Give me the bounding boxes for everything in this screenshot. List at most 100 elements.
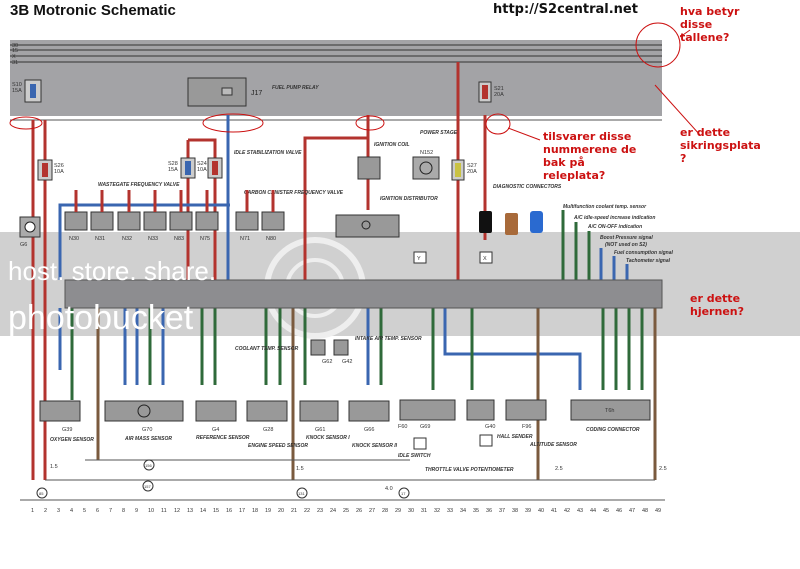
diagnostic-label: DIAGNOSTIC CONNECTORS: [493, 184, 562, 190]
bus-label: X: [12, 54, 16, 60]
svg-text:S28: S28: [168, 161, 178, 167]
pin-number: 20: [278, 508, 284, 514]
svg-text:IGNITION DISTRIBUTOR: IGNITION DISTRIBUTOR: [380, 196, 438, 202]
svg-text:G42: G42: [342, 359, 352, 365]
svg-text:COOLANT TEMP. SENSOR: COOLANT TEMP. SENSOR: [235, 346, 299, 352]
site-url: http://S2central.net: [493, 2, 638, 17]
pin-number: 26: [356, 508, 362, 514]
pin-number: 2: [44, 508, 47, 514]
injector-label: N75: [200, 236, 210, 242]
wire-size: 1.5: [50, 464, 58, 470]
injector-label: N80: [266, 236, 276, 242]
svg-text:S27: S27: [467, 163, 477, 169]
svg-text:ENGINE SPEED SENSOR: ENGINE SPEED SENSOR: [248, 443, 308, 449]
pin-number: 31: [421, 508, 427, 514]
pin-number: 9: [135, 508, 138, 514]
pin-number: 33: [447, 508, 453, 514]
diagnostic-connector-black: [479, 211, 492, 233]
diagnostic-connector-blue: [530, 211, 543, 233]
injector-valve: [117, 211, 141, 231]
bus-label: 15: [12, 48, 18, 54]
pin-number: 8: [122, 508, 125, 514]
pin-number: 14: [200, 508, 206, 514]
svg-text:S26: S26: [54, 163, 64, 169]
fuse-panel: [10, 40, 662, 116]
pin-number: 44: [590, 508, 596, 514]
pin-number: 38: [512, 508, 518, 514]
svg-text:A/C ON-OFF indication: A/C ON-OFF indication: [587, 224, 642, 230]
page-title: 3B Motronic Schematic: [10, 2, 176, 19]
svg-text:20A: 20A: [467, 169, 477, 175]
pin-number: 13: [187, 508, 193, 514]
fuel-pump-g6: G6: [19, 216, 41, 248]
signal-labels: Multifunction coolant temp. sensor A/C i…: [563, 204, 674, 264]
pin-number: 11: [161, 508, 167, 514]
fuel-pump-relay-j17: J17 FUEL PUMP RELAY: [187, 77, 319, 107]
svg-text:HALL SENDER: HALL SENDER: [497, 434, 533, 440]
injector-label: N33: [148, 236, 158, 242]
svg-text:G66: G66: [364, 427, 374, 433]
pin-number: 48: [642, 508, 648, 514]
svg-text:10A: 10A: [197, 167, 207, 173]
pin-number: 21: [291, 508, 297, 514]
svg-text:Boost Pressure signal: Boost Pressure signal: [600, 235, 653, 241]
svg-text:G39: G39: [62, 427, 72, 433]
svg-text:IGNITION COIL: IGNITION COIL: [374, 142, 410, 148]
carbon-canister-label: CARBON CANISTER FREQUENCY VALVE: [244, 190, 344, 196]
injector-label: N71: [240, 236, 250, 242]
svg-text:Y: Y: [417, 256, 421, 262]
injector-label: N83: [174, 236, 184, 242]
svg-text:20A: 20A: [494, 92, 504, 98]
photobucket-watermark: host. store. share. photobucket: [8, 256, 216, 337]
pin-number: 17: [239, 508, 245, 514]
annotation-marks: [9, 22, 701, 141]
bus-label: 31: [12, 60, 18, 66]
injector-valve: [261, 211, 285, 231]
svg-text:Fuel consumption signal: Fuel consumption signal: [614, 250, 674, 256]
watermark-brand: photobucket: [8, 299, 194, 337]
bus-lines: [10, 44, 662, 63]
wastegate-label: WASTEGATE FREQUENCY VALVE: [98, 182, 180, 188]
pin-number: 16: [226, 508, 232, 514]
pin-number: 29: [395, 508, 401, 514]
svg-text:G69: G69: [420, 424, 430, 430]
ground-refs: [36, 459, 410, 499]
svg-text:KNOCK SENSOR I: KNOCK SENSOR I: [306, 435, 350, 441]
pin-number: 30: [408, 508, 414, 514]
injector-label: N32: [122, 236, 132, 242]
svg-text:S21: S21: [494, 86, 504, 92]
injector-valve: [195, 211, 219, 231]
pin-number: 3: [57, 508, 60, 514]
pin-number: 42: [564, 508, 570, 514]
pin-number: 28: [382, 508, 388, 514]
pin-number: 32: [434, 508, 440, 514]
svg-text:A/C idle-speed increase indica: A/C idle-speed increase indication: [573, 215, 655, 221]
svg-text:X: X: [483, 256, 487, 262]
svg-text:S10: S10: [12, 82, 22, 88]
pin-number: 37: [499, 508, 505, 514]
svg-text:REFERENCE SENSOR: REFERENCE SENSOR: [196, 435, 250, 441]
pin-number: 23: [317, 508, 323, 514]
wire-size: 2.5: [659, 466, 667, 472]
svg-text:(NOT used on S2): (NOT used on S2): [605, 242, 647, 248]
connector-x: X: [479, 251, 493, 264]
connector-y: Y: [413, 251, 427, 264]
pin-number: 43: [577, 508, 583, 514]
pin-number: 45: [603, 508, 609, 514]
pin-number: 15: [213, 508, 219, 514]
